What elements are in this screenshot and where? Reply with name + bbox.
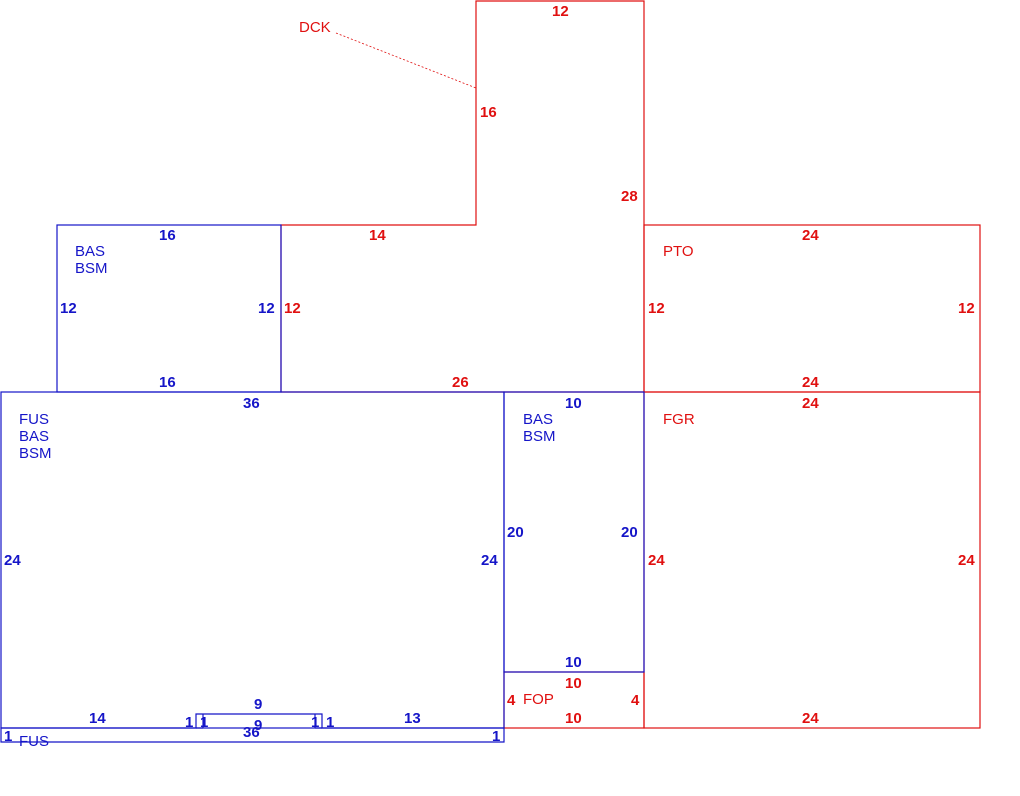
fop-dim-left: 4: [507, 692, 516, 709]
pto-code: PTO: [663, 243, 694, 260]
pto-dim-top: 24: [802, 227, 819, 244]
fus-strip-dim-step1: 1: [185, 714, 193, 731]
fus-main-code-3: BSM: [19, 445, 52, 462]
bas-left-dim-right: 12: [258, 300, 275, 317]
bas-mid-dim-right: 20: [621, 524, 638, 541]
fus-strip-dim-step4: 1: [326, 714, 334, 731]
fus-main-code-2: BAS: [19, 428, 49, 445]
fus-strip-dim-bay-inner: 9: [254, 717, 262, 734]
fus-strip-dim-step3: 1: [311, 714, 319, 731]
pto-dim-bottom: 24: [802, 374, 819, 391]
bas-mid-code-1: BAS: [523, 411, 553, 428]
fgr-dim-top: 24: [802, 395, 819, 412]
bas-mid-dim-bottom: 10: [565, 654, 582, 671]
fgr-dim-right: 24: [958, 552, 975, 569]
dck-dim-right: 28: [621, 188, 638, 205]
fus-strip-dim-step2: 1: [200, 714, 208, 731]
dck-code: DCK: [299, 19, 331, 36]
bas-mid-dim-top: 10: [565, 395, 582, 412]
fus-main-dim-top: 36: [243, 395, 260, 412]
bas-mid-dim-left: 20: [507, 524, 524, 541]
bas-left-dim-left: 12: [60, 300, 77, 317]
pto-dim-left: 12: [648, 300, 665, 317]
fus-main-dim-left: 24: [4, 552, 21, 569]
fus-strip-dim-bay-top: 9: [254, 696, 262, 713]
fgr-dim-left: 24: [648, 552, 665, 569]
dck-dim-bottom: 26: [452, 374, 469, 391]
fgr-outline: [643, 391, 981, 729]
fus-strip-dim-seg-left: 14: [89, 710, 106, 727]
fop-code: FOP: [523, 691, 554, 708]
fop-dim-right: 4: [631, 692, 640, 709]
dck-leader-line: [335, 32, 477, 89]
bas-mid-outline: [503, 391, 645, 673]
pto-dim-right: 12: [958, 300, 975, 317]
fgr-code: FGR: [663, 411, 695, 428]
fus-strip-dim-left-end: 1: [4, 728, 12, 745]
fop-dim-top: 10: [565, 675, 582, 692]
fus-strip-dim-seg-right: 13: [404, 710, 421, 727]
fus-main-code-1: FUS: [19, 411, 49, 428]
bas-left-code-1: BAS: [75, 243, 105, 260]
fgr-dim-bottom: 24: [802, 710, 819, 727]
bas-left-dim-top: 16: [159, 227, 176, 244]
fus-strip-dim-bottom: 36: [243, 724, 260, 741]
pto-outline: [643, 224, 981, 393]
bas-left-code-2: BSM: [75, 260, 108, 277]
dck-outline: [280, 0, 645, 393]
bas-left-dim-bottom: 16: [159, 374, 176, 391]
fus-main-dim-right: 24: [481, 552, 498, 569]
dck-dim-top: 12: [552, 3, 569, 20]
fus-strip-inner-step: [196, 714, 322, 729]
dck-dim-bottom-left: 14: [369, 227, 386, 244]
fus-main-outline: [0, 391, 505, 729]
bas-mid-code-2: BSM: [523, 428, 556, 445]
fop-dim-bottom: 10: [565, 710, 582, 727]
dck-dim-left: 16: [480, 104, 497, 121]
fus-strip-code: FUS: [19, 733, 49, 750]
dck-dim-left-low: 12: [284, 300, 301, 317]
fus-strip-dim-right-end: 1: [492, 728, 500, 745]
